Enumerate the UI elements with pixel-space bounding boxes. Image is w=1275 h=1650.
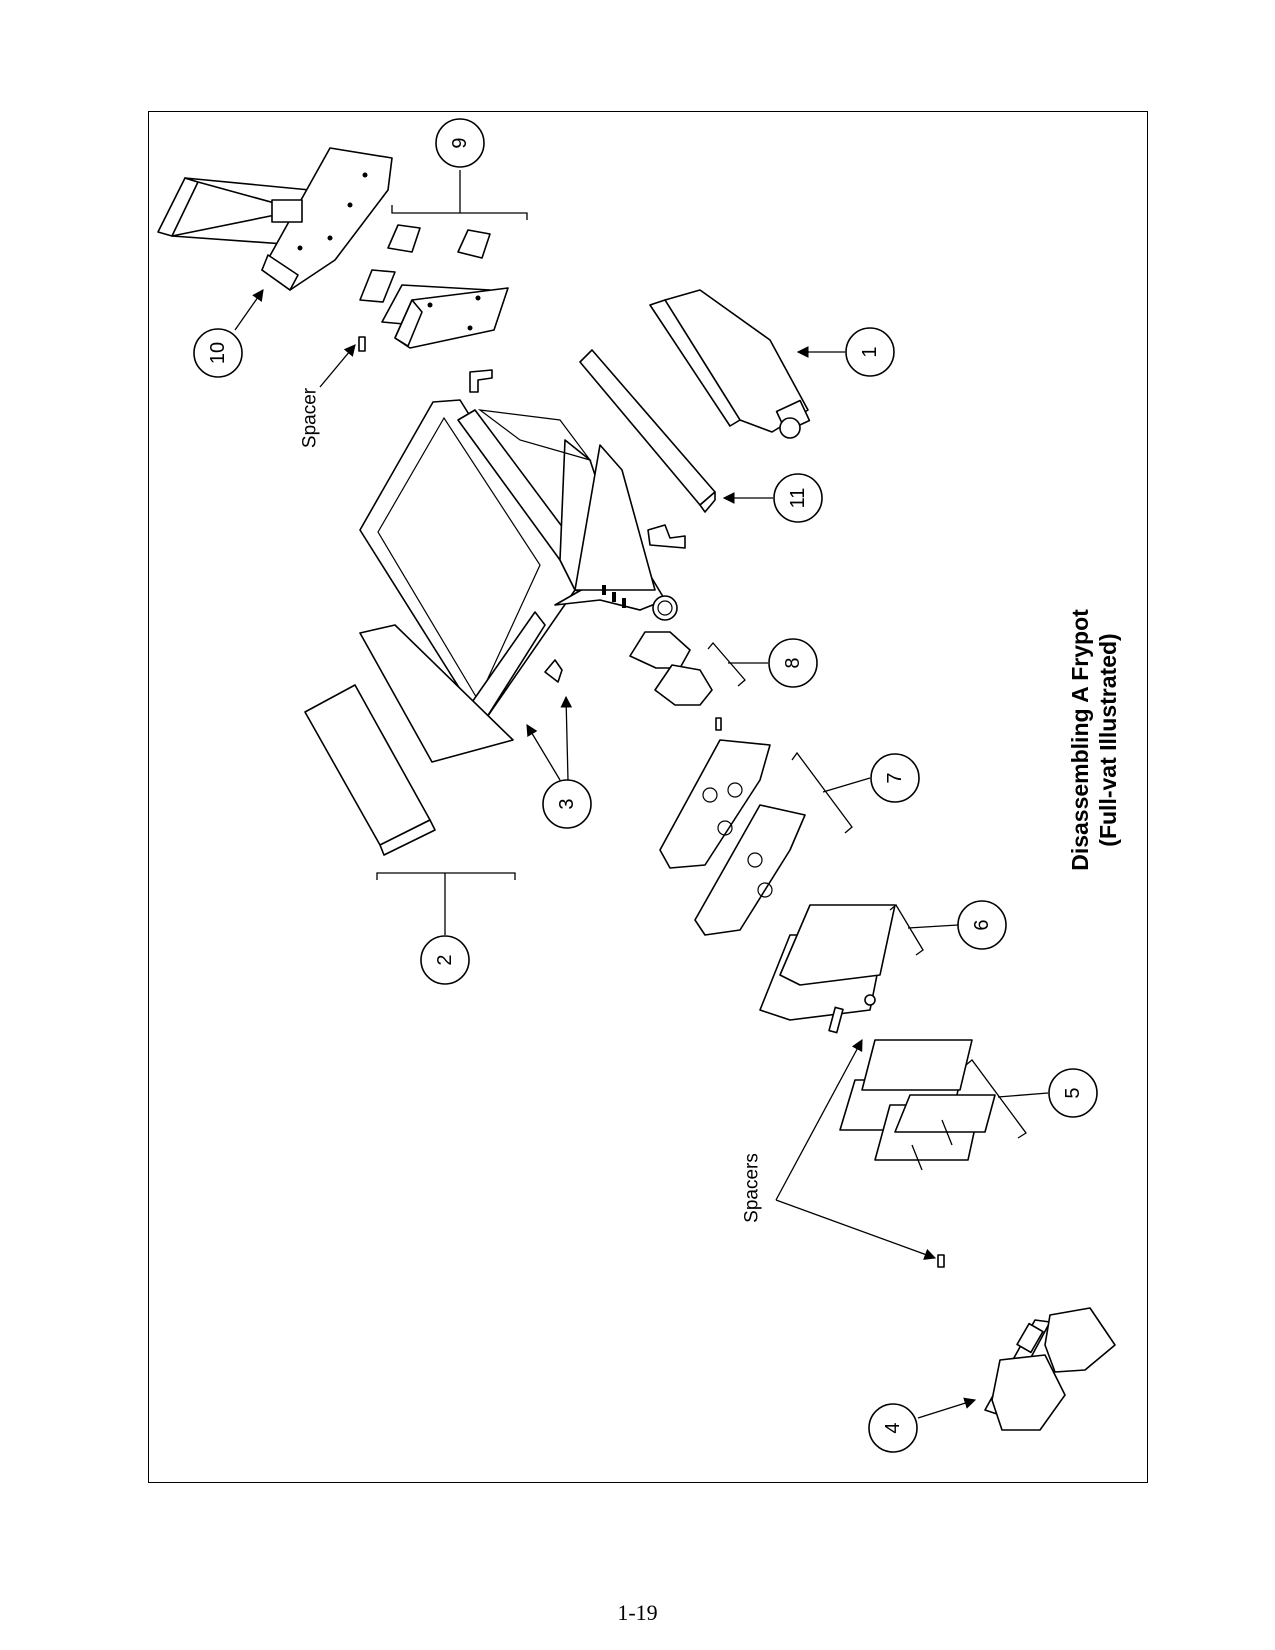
svg-text:1: 1 [859, 346, 881, 357]
callout-1: 1 [845, 327, 895, 377]
svg-text:7: 7 [884, 772, 906, 783]
part-10-top-cap [157, 147, 393, 291]
svg-text:6: 6 [971, 919, 993, 930]
part-7-side-panels [659, 739, 806, 936]
svg-text:9: 9 [449, 137, 471, 148]
diagram-title-line1: Disassembling A Frypot [1067, 609, 1093, 871]
svg-text:4: 4 [882, 1422, 904, 1433]
bracket-piece-a [469, 369, 493, 393]
svg-text:5: 5 [1062, 1087, 1084, 1098]
callout-6: 6 [957, 900, 1007, 950]
svg-text:3: 3 [556, 798, 578, 809]
diagram-title-line2: (Full-vat Illustrated) [1095, 633, 1121, 846]
label-spacer: Spacer [300, 387, 321, 448]
part-9-brackets [359, 224, 509, 349]
callout-7: 7 [870, 753, 920, 803]
callout-leaders [234, 289, 977, 1419]
callout-10: 10 [193, 328, 243, 378]
spacer-pin-top [358, 336, 366, 352]
part-1-burner [649, 289, 811, 439]
bracket-piece-c [647, 524, 686, 549]
label-spacers: Spacers [742, 1153, 763, 1223]
part-8-brackets [629, 631, 722, 731]
callout-2: 2 [420, 935, 470, 985]
part-4-bottom-assembly [984, 1307, 1116, 1431]
page-number: 1-19 [617, 1600, 658, 1625]
bracket-piece-b [544, 659, 563, 683]
callout-4: 4 [868, 1403, 918, 1453]
callout-11: 11 [773, 473, 823, 523]
spacer-pin-bottom [937, 1254, 945, 1268]
svg-text:2: 2 [434, 954, 456, 965]
svg-text:11: 11 [787, 488, 809, 509]
svg-text:8: 8 [782, 657, 804, 668]
diagram-frame [148, 111, 1148, 1483]
frypot-vat [359, 399, 678, 721]
part-6-plates [759, 904, 896, 1034]
part-5-plates [839, 1039, 996, 1171]
group-brackets [376, 170, 1049, 1139]
callout-8: 8 [768, 638, 818, 688]
part-2-sheets [304, 624, 514, 856]
part-11-shield [579, 349, 716, 513]
svg-text:10: 10 [207, 342, 229, 364]
callout-3: 3 [542, 779, 592, 829]
callout-5: 5 [1048, 1068, 1098, 1118]
callout-9: 9 [435, 118, 485, 168]
